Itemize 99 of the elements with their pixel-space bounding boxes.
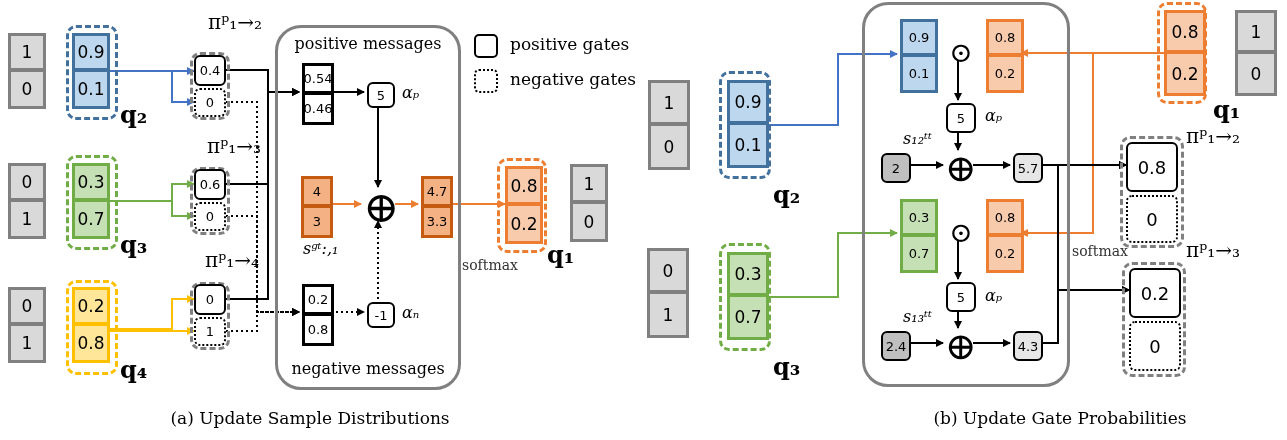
value-cell: 1 (1235, 10, 1277, 53)
value-cell: 4.7 (421, 176, 453, 207)
gate-box: 0 (1126, 195, 1178, 243)
value-cell: 0.3 (900, 199, 938, 236)
group-label: q₂ (120, 103, 148, 127)
value-cell: 0.2 (505, 203, 543, 244)
math-label: αₚ (985, 288, 1003, 304)
panel-heading: negative messages (290, 361, 446, 377)
gate-box: 0.2 (1129, 268, 1181, 318)
gate-box: 1 (194, 317, 226, 346)
value-cell: 0.7 (72, 199, 110, 239)
gate-box: 5.7 (1013, 153, 1043, 183)
value-cell: 0.2 (986, 234, 1024, 273)
value-cell: 0 (648, 123, 690, 170)
gate-box: 0.6 (194, 169, 226, 200)
arrow (394, 200, 419, 208)
arrow (954, 240, 962, 280)
group-label: πᵖ₁→₂ (208, 12, 262, 32)
group-label: q₃ (120, 233, 148, 257)
value-cell: 1 (8, 199, 46, 239)
arrow (972, 161, 1011, 169)
value-cell: 0 (8, 163, 46, 201)
panel-heading: positive messages (293, 36, 443, 52)
value-cell: 0.8 (72, 323, 110, 363)
gate-box: 0 (194, 88, 226, 117)
edge-label: softmax (462, 258, 518, 272)
value-cell: 0.9 (727, 80, 769, 124)
value-cell: 0.8 (505, 166, 543, 205)
rounded-panel (275, 25, 461, 390)
math-label: αₚ (402, 85, 420, 101)
value-cell: 0.8 (302, 313, 334, 346)
gate-box: 0.8 (1126, 142, 1178, 192)
group-label: πᵖ₁→₂ (1186, 126, 1240, 146)
value-cell: 0.8 (986, 199, 1024, 236)
group-label: πᵖ₁→₃ (1186, 240, 1240, 260)
value-cell: 1 (648, 80, 690, 125)
value-cell: 0.9 (900, 19, 938, 56)
gate-box: 4.3 (1013, 331, 1043, 361)
gate-box: 0 (1129, 321, 1181, 371)
operator-symbol: ⊕ (364, 190, 398, 224)
legend-label: negative gates (510, 71, 636, 88)
value-cell: 0.3 (727, 252, 769, 296)
operator-symbol: ⊕ (946, 153, 976, 183)
math-label: αₙ (402, 305, 420, 321)
operator-symbol: ⊙ (950, 222, 972, 244)
arrow (109, 70, 195, 106)
arrow (972, 339, 1011, 347)
value-cell: 0.2 (986, 54, 1024, 93)
value-cell: 0 (1235, 51, 1277, 96)
value-cell: 0.1 (900, 54, 938, 93)
value-cell: 0 (570, 201, 608, 242)
value-cell: 0.1 (72, 69, 110, 109)
legend-label: positive gates (510, 36, 630, 53)
math-label: sᵍᵗ:,₁ (303, 241, 339, 257)
value-cell: 4 (301, 176, 333, 207)
group-label: q₁ (547, 243, 575, 267)
value-cell: 1 (8, 323, 46, 363)
figure-caption: (a) Update Sample Distributions (170, 410, 450, 427)
group-label: πᵖ₁→₃ (207, 136, 261, 156)
value-cell: 0.2 (72, 287, 110, 325)
value-cell: 0.7 (900, 234, 938, 273)
value-cell: 1 (570, 164, 608, 203)
operator-symbol: ⊙ (950, 42, 972, 64)
arrow (954, 60, 962, 101)
gate-box: 0 (194, 284, 226, 315)
figure-caption: (b) Update Gate Probabilities (933, 410, 1187, 427)
group-label: q₃ (773, 355, 801, 379)
value-cell: 3 (301, 205, 333, 238)
value-cell: 0.2 (1164, 51, 1206, 96)
gate-box: 0 (194, 202, 226, 231)
group-label: q₁ (1213, 98, 1241, 122)
operator-symbol: ⊕ (946, 331, 976, 361)
value-cell: 1 (647, 291, 689, 338)
arrow (109, 295, 195, 330)
edge-label: softmax (1072, 244, 1128, 258)
math-label: s₁₂ᵗᵗ (903, 131, 932, 147)
arrow (768, 50, 898, 126)
value-cell: 3.3 (421, 205, 453, 238)
math-label: s₁₃ᵗᵗ (903, 309, 932, 325)
value-cell: 0 (647, 248, 689, 293)
value-cell: 0 (8, 287, 46, 325)
arrow (768, 229, 898, 298)
group-label: πᵖ₁→₄ (205, 250, 259, 270)
gate-box: 0.4 (194, 55, 226, 86)
value-cell: 0.3 (72, 163, 110, 201)
value-cell: 1 (8, 33, 46, 71)
group-label: q₂ (773, 183, 801, 207)
rounded-panel (862, 2, 1070, 387)
value-cell: 0.8 (986, 19, 1024, 56)
value-cell: 0.2 (302, 284, 334, 315)
arrow (225, 308, 300, 332)
value-cell: 0 (8, 69, 46, 109)
value-cell: 0.7 (727, 294, 769, 340)
value-cell: 0.1 (727, 122, 769, 168)
value-cell: 0.8 (1164, 10, 1206, 53)
group-label: q₄ (120, 358, 148, 382)
math-label: αₚ (985, 108, 1003, 124)
arrow (374, 220, 382, 300)
value-cell: 0.9 (72, 33, 110, 71)
